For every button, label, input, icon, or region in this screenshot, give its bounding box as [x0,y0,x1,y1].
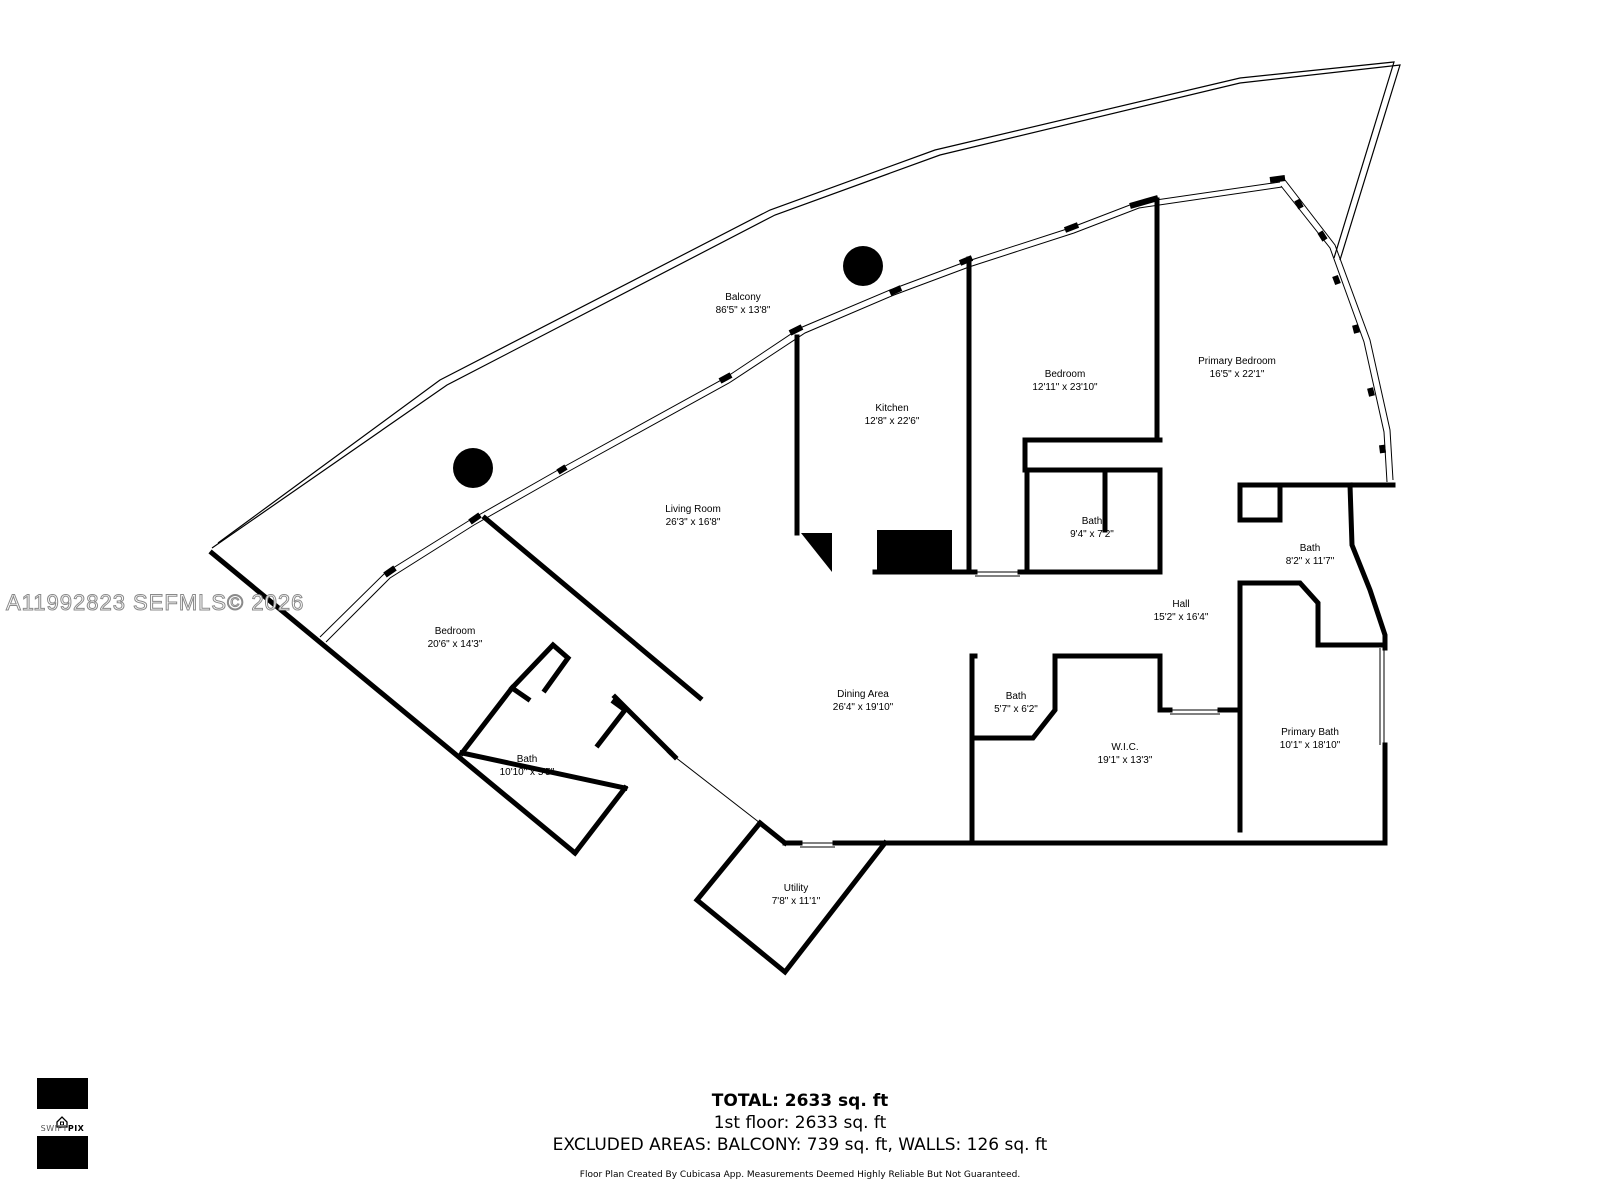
total-area: TOTAL: 2633 sq. ft [711,1091,889,1111]
interior-openings [674,571,1385,848]
room-name-dining-area: Dining Area [837,689,889,700]
room-name-wic: W.I.C. [1111,742,1138,753]
swiftpix-logo: SWIFTPIX [37,1078,88,1169]
room-dims-bath-center: 9'4" x 7'2" [1070,529,1114,540]
kitchen-island [877,530,952,572]
room-dims-living-room: 26'3" x 16'8" [666,517,721,528]
room-name-bath-center: Bath [1082,516,1103,527]
room-dims-bedroom-1: 20'6" x 14'3" [428,639,483,650]
room-dims-hall: 15'2" x 16'4" [1154,612,1209,623]
room-name-utility: Utility [784,883,808,894]
room-name-hall: Hall [1172,599,1189,610]
room-name-kitchen: Kitchen [875,403,908,414]
logo-block-top [37,1078,88,1109]
column [453,448,493,488]
room-dims-bath-small: 5'7" x 6'2" [994,704,1038,715]
room-dims-wic: 19'1" x 13'3" [1098,755,1153,766]
room-name-primary-bath: Primary Bath [1281,727,1339,738]
room-name-primary-bedroom: Primary Bedroom [1198,356,1276,367]
room-name-bath-small: Bath [1006,691,1027,702]
room-dims-primary-bedroom: 16'5" x 22'1" [1210,369,1265,380]
floor-plan: Balcony 86'5" x 13'8" Kitchen 12'8" x 22… [208,61,1401,976]
room-dims-kitchen: 12'8" x 22'6" [865,416,920,427]
excluded-areas: EXCLUDED AREAS: BALCONY: 739 sq. ft, WAL… [552,1135,1048,1155]
facade-mullions [383,175,1386,578]
room-name-bedroom-1: Bedroom [435,626,476,637]
logo-block-bottom [37,1136,88,1169]
room-dims-balcony: 86'5" x 13'8" [716,305,771,316]
area-summary: TOTAL: 2633 sq. ft 1st floor: 2633 sq. f… [450,1090,1150,1156]
room-name-bedroom-2: Bedroom [1045,369,1086,380]
room-dims-utility: 7'8" x 11'1" [772,896,821,907]
room-dims-bath-primary-side: 8'2" x 11'7" [1286,556,1335,567]
room-dims-bedroom-2: 12'11" x 23'10" [1032,382,1098,393]
room-name-living-room: Living Room [665,504,721,515]
interior-walls [208,197,1396,976]
column [843,246,883,286]
room-dims-dining-area: 26'4" x 19'10" [833,702,894,713]
kitchen-counter [801,533,832,572]
room-name-balcony: Balcony [725,292,761,303]
room-dims-primary-bath: 10'1" x 18'10" [1280,740,1341,751]
house-icon [56,1116,68,1128]
mls-watermark: A11992823 SEFMLS© 2026 [5,590,305,616]
balcony-railing [211,61,1401,549]
logo-wordmark: SWIFTPIX [40,1124,85,1133]
room-labels: Balcony 86'5" x 13'8" Kitchen 12'8" x 22… [428,292,1341,907]
floor-area: 1st floor: 2633 sq. ft [713,1113,887,1133]
room-name-bath-primary-side: Bath [1300,543,1321,554]
room-name-bath-left: Bath [517,754,538,765]
room-dims-bath-left: 10'10" x 5'5" [500,767,555,778]
disclaimer: Floor Plan Created By Cubicasa App. Meas… [579,1170,1021,1180]
